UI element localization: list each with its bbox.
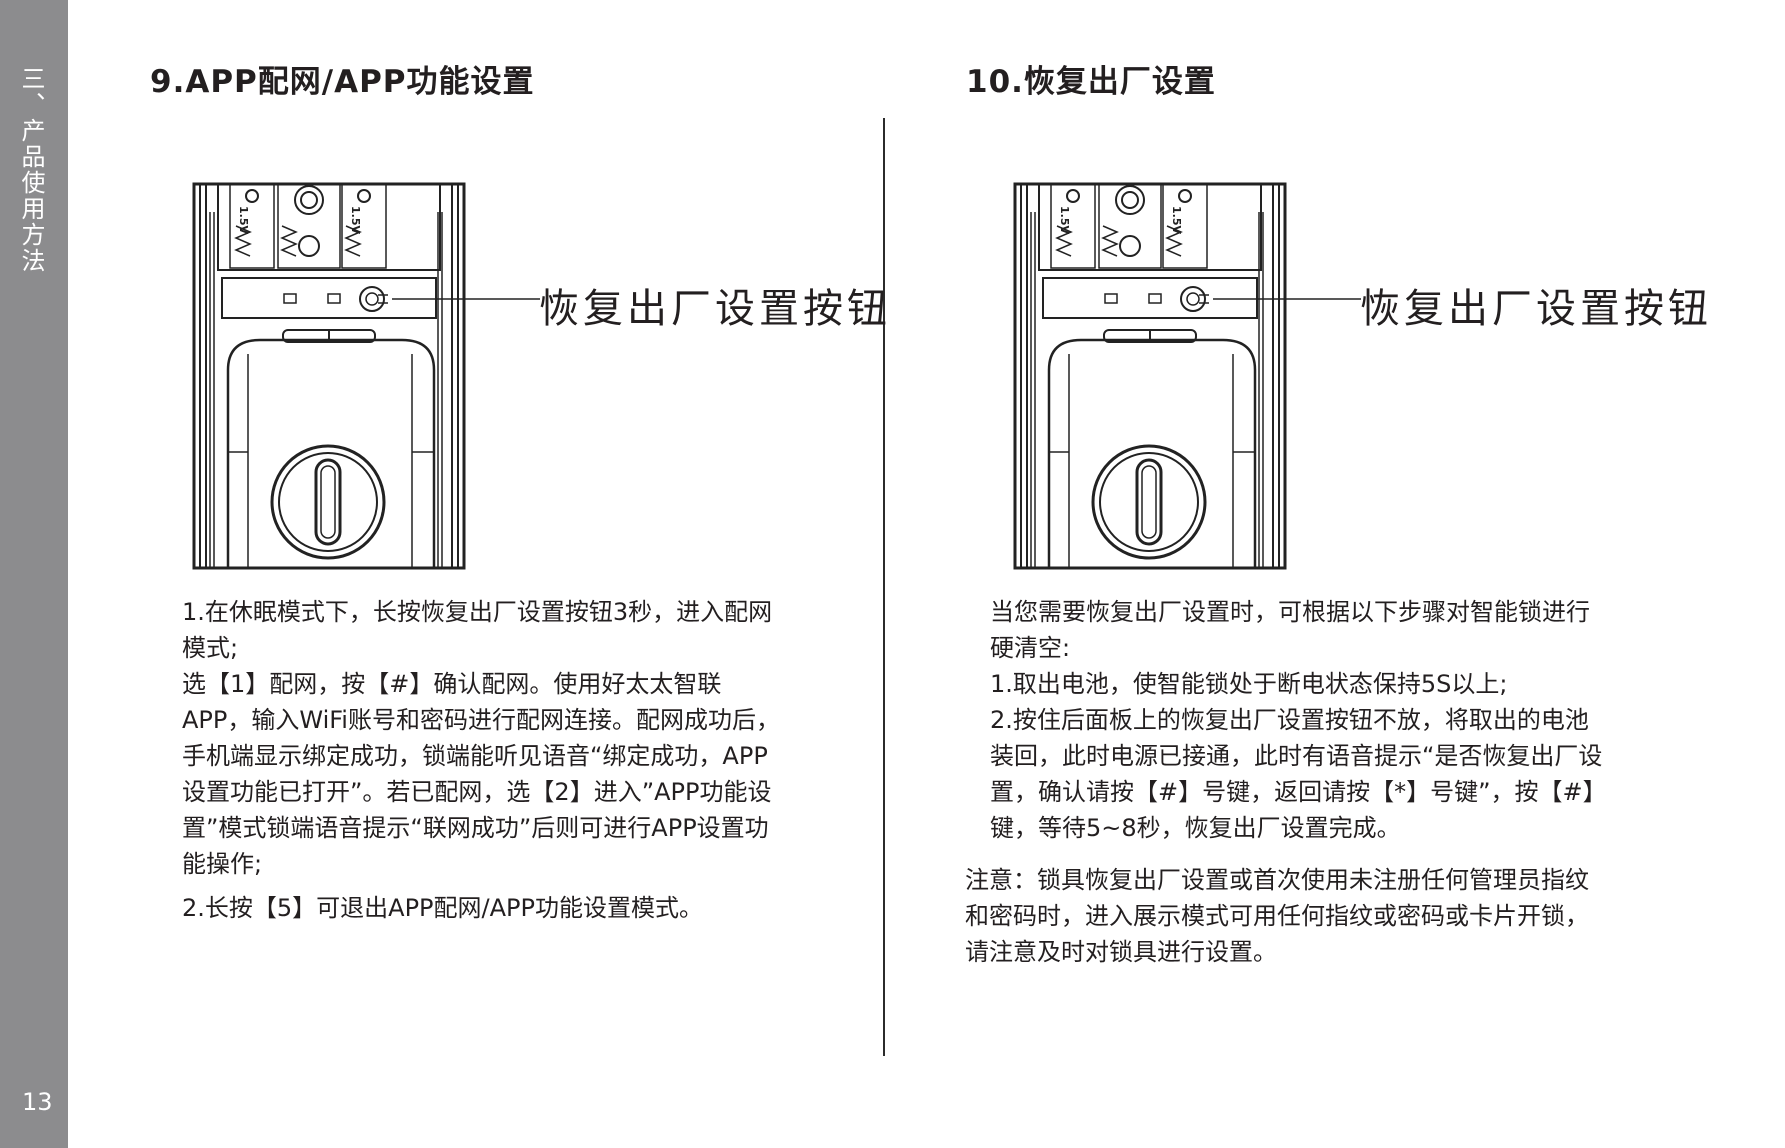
reset-button	[359, 286, 385, 312]
sidebar: 三、产品使用方法 13	[0, 0, 68, 1148]
battery-label: 1.5V	[349, 206, 362, 234]
instruction-step: 2.长按【5】可退出APP配网/APP功能设置模式。	[182, 894, 703, 922]
column-divider	[883, 118, 885, 1056]
battery-label: 1.5V	[1058, 206, 1071, 234]
instruction-step: 1.在休眠模式下，长按恢复出厂设置按钮3秒，进入配网模式;	[182, 598, 773, 662]
instruction-step: 1.取出电池，使智能锁处于断电状态保持5S以上;	[990, 670, 1508, 698]
instruction-step: 2.按住后面板上的恢复出厂设置按钮不放，将取出的电池装回，此时电源已接通，此时有…	[990, 706, 1603, 842]
instruction-step: 选【1】配网，按【#】确认配网。使用好太太智联APP，输入WiFi账号和密码进行…	[182, 670, 780, 878]
factory-reset-note: 注意：锁具恢复出厂设置或首次使用未注册任何管理员指纹和密码时，进入展示模式可用任…	[965, 866, 1589, 966]
section-heading-factory-reset: 10.恢复出厂设置	[966, 64, 1216, 100]
instruction-step: 当您需要恢复出厂设置时，可根据以下步骤对智能锁进行硬清空:	[990, 598, 1590, 662]
reset-button	[1180, 286, 1206, 312]
app-network-instructions: 1.在休眠模式下，长按恢复出厂设置按钮3秒，进入配网模式; 选【1】配网，按【#…	[182, 594, 782, 926]
page-number: 13	[22, 1088, 53, 1116]
section-heading-app-network: 9.APP配网/APP功能设置	[150, 64, 535, 100]
reset-button-callout: 恢复出厂设置按钮	[1360, 286, 1712, 332]
factory-reset-instructions: 当您需要恢复出厂设置时，可根据以下步骤对智能锁进行硬清空: 1.取出电池，使智能…	[990, 594, 1606, 846]
battery-label: 1.5V	[237, 206, 250, 234]
reset-button-callout: 恢复出厂设置按钮	[539, 286, 891, 332]
lock-rear-panel-illustration: 1.5V 1.5V	[1013, 182, 1361, 570]
battery-label: 1.5V	[1170, 206, 1183, 234]
section-title: 三、产品使用方法	[17, 66, 45, 274]
lock-rear-panel-illustration: 1.5V 1.5V	[192, 182, 540, 570]
